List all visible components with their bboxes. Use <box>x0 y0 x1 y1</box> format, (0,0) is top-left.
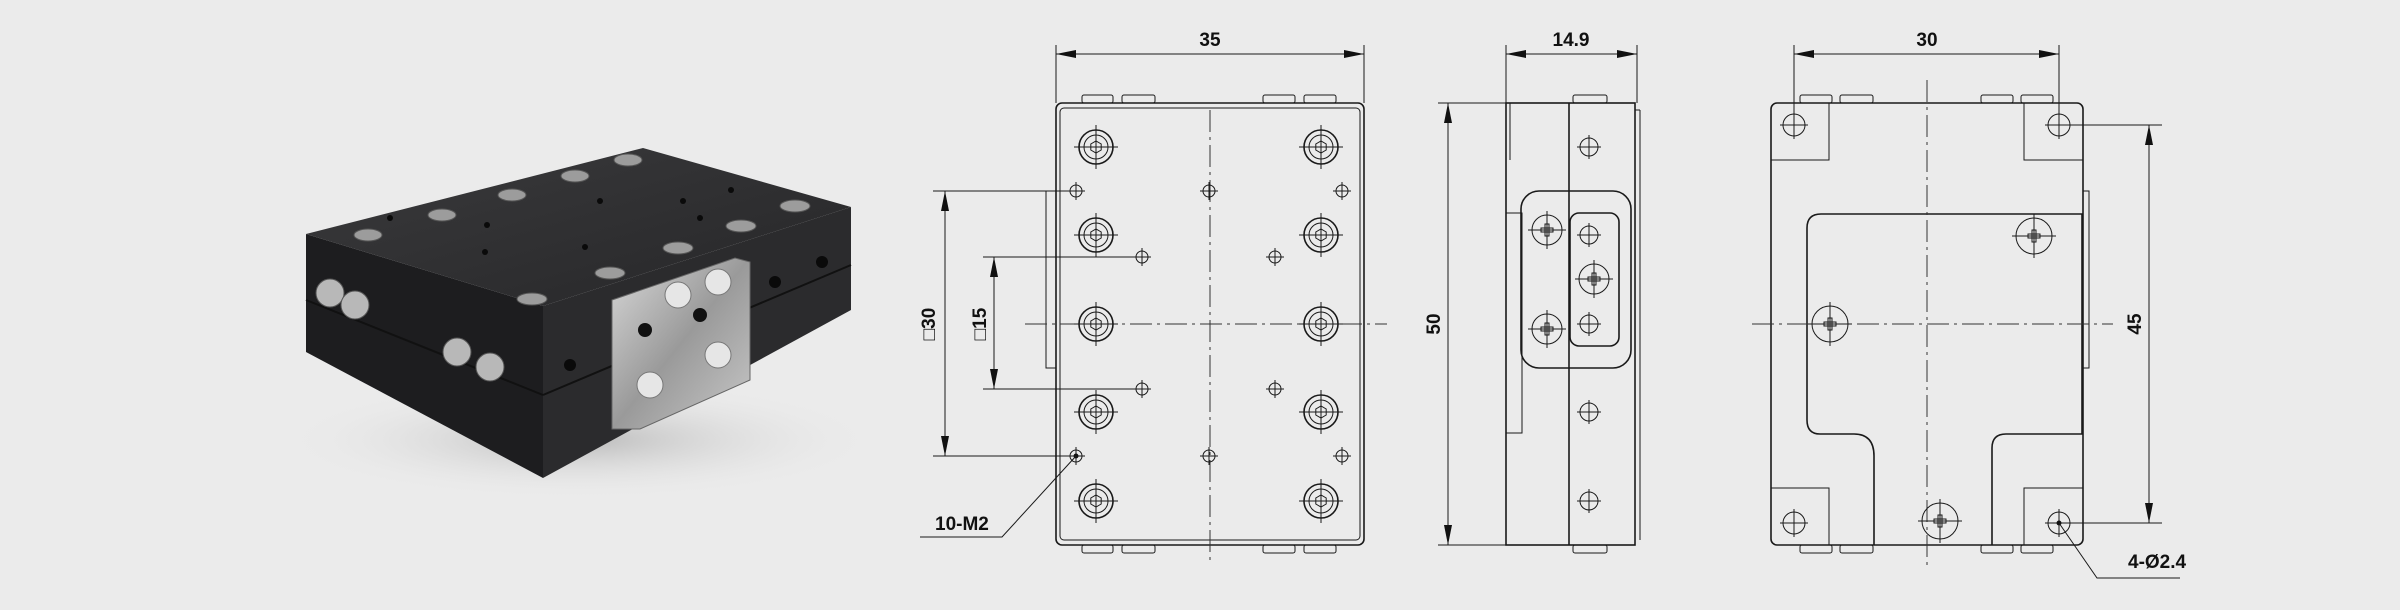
dim-height-45: 45 <box>2125 313 2146 335</box>
bottom-view: 30 45 4-Ø2.4 <box>1752 30 2187 579</box>
hole-callout-10-m2: 10-M2 <box>935 514 989 535</box>
bottom-cutout <box>1806 213 2083 545</box>
dim-width-14-9: 14.9 <box>1553 30 1590 51</box>
dim-height-50: 50 <box>1424 313 1445 334</box>
top-view: 35 □30 □15 10-M2 <box>919 30 1387 565</box>
dim-square-15: □15 <box>970 307 991 340</box>
stage-top-face <box>306 148 851 306</box>
side-bracket <box>1520 190 1632 369</box>
top-m2-holes <box>387 187 734 255</box>
m2-holes <box>1067 182 1351 465</box>
dim-width-35: 35 <box>1199 30 1221 51</box>
side-view: 14.9 50 <box>1424 30 1641 554</box>
dim-square-30: □30 <box>919 308 940 341</box>
side-adjust-screws <box>315 278 505 382</box>
dim-width-30: 30 <box>1916 30 1937 51</box>
hole-callout-4-d2-4: 4-Ø2.4 <box>2128 552 2187 573</box>
product-render <box>280 148 880 500</box>
bracket-screws <box>636 268 732 399</box>
top-counterbore-holes <box>353 153 811 306</box>
counterbore-holes <box>1074 125 1343 523</box>
